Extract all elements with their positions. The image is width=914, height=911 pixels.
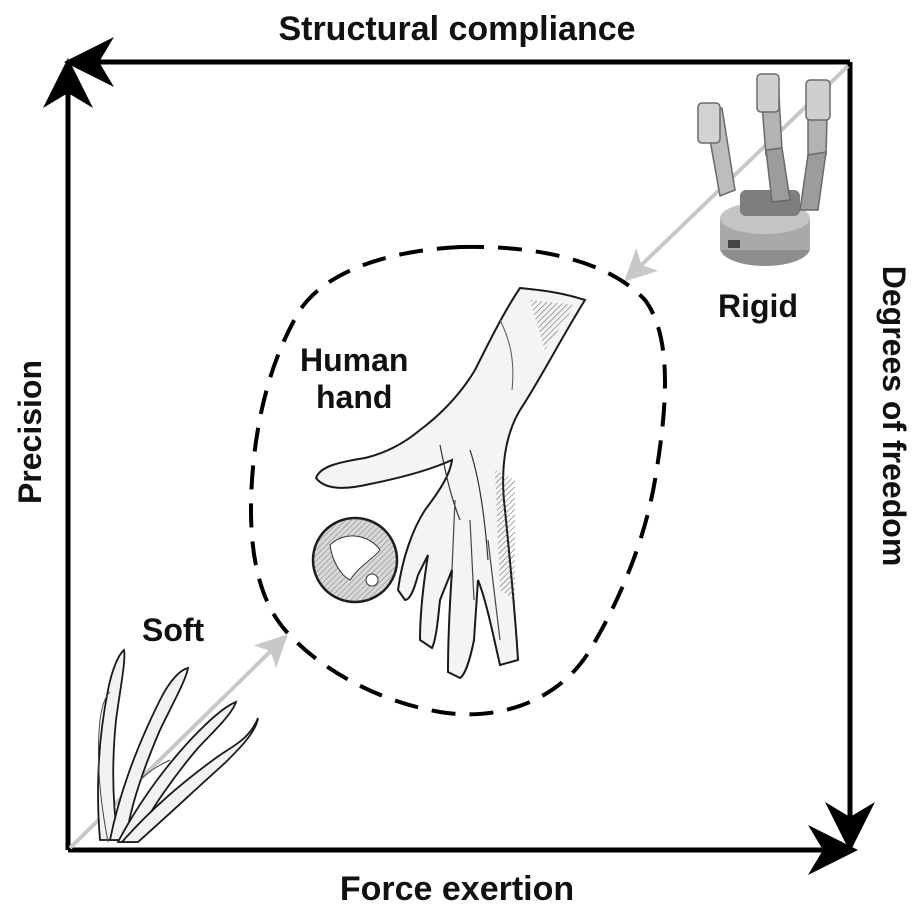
human-hand-label: Human hand — [300, 342, 408, 416]
top-axis-label: Structural compliance — [0, 12, 914, 46]
rigid-label: Rigid — [718, 290, 798, 322]
soft-tentacles-icon — [98, 650, 258, 842]
left-axis-label: Precision — [14, 360, 46, 504]
bottom-axis-label: Force exertion — [0, 872, 914, 906]
right-axis-label: Degrees of freedom — [878, 266, 910, 567]
ball-icon — [313, 518, 397, 602]
robotic-gripper-icon — [698, 74, 830, 266]
soft-label: Soft — [142, 614, 204, 646]
